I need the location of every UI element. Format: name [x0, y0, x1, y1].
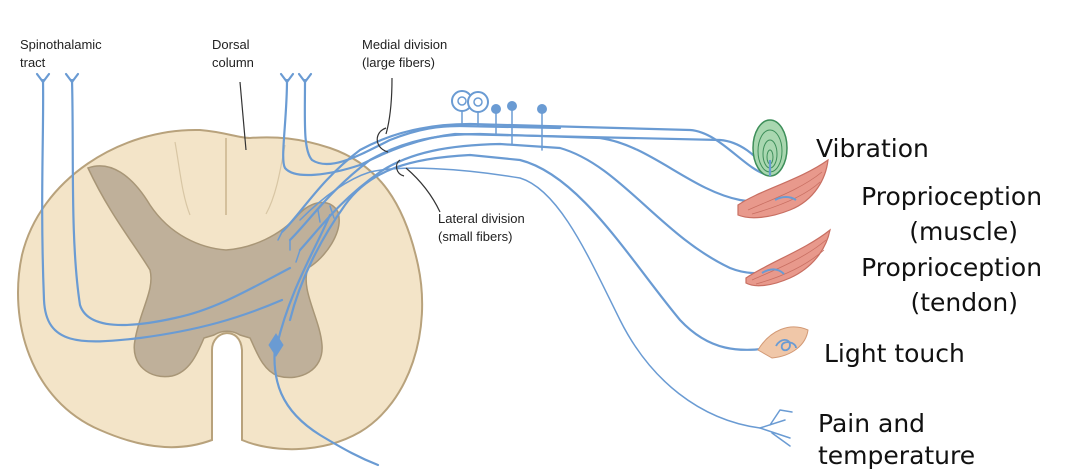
- ventral-neuron-soma: [268, 333, 284, 357]
- spinothalamic-fiber-1: [41, 78, 284, 343]
- spinothalamic-label: Spinothalamic tract: [20, 37, 105, 70]
- proprioception-tendon-label: Proprioception (tendon): [861, 253, 1050, 317]
- spinothalamic-fiber-2: [70, 78, 292, 326]
- pain-free-endings: [759, 409, 793, 447]
- nerve-fibers: [35, 72, 793, 467]
- ventral-connector: [275, 213, 332, 347]
- dorsal-column-tip-1: [279, 72, 295, 84]
- lateral-division-label: Lateral division (small fibers): [438, 211, 528, 244]
- medial-fiber-light-touch: [288, 153, 772, 351]
- lateral-division-bracket: [395, 159, 405, 177]
- medial-fiber-tendon: [298, 142, 772, 275]
- ganglion-cell-3: [491, 104, 501, 114]
- dorsal-horn-branches: [277, 205, 335, 263]
- ganglion-nucleus-2: [473, 97, 483, 107]
- medial-fiber-vibration: [280, 122, 770, 234]
- dorsal-column-fiber-1: [282, 78, 770, 177]
- ganglion-cell-5: [537, 104, 547, 114]
- lateral-division-leader: [405, 167, 441, 213]
- medial-division-leader: [385, 77, 393, 135]
- spinothalamic-tip-1: [35, 72, 51, 84]
- pacinian-corpuscle-icon: [752, 119, 788, 177]
- gray-matter: [86, 165, 340, 379]
- dorsal-column-leader: [239, 81, 247, 151]
- ganglion-nucleus-1: [457, 96, 467, 106]
- tendon-organ-icon: [745, 228, 831, 287]
- spinothalamic-tip-2: [64, 72, 80, 84]
- spinal-cord-cross-section: [17, 128, 424, 451]
- meissner-corpuscle-icon: [757, 326, 809, 359]
- pain-temperature-label: Pain and temperature: [818, 409, 975, 470]
- dorsal-column-tip-2: [297, 72, 313, 84]
- receptors: [737, 119, 831, 359]
- medial-division-bracket: [376, 127, 389, 153]
- muscle-spindle-icon: [737, 158, 829, 219]
- proprioception-muscle-label: Proprioception (muscle): [861, 182, 1050, 246]
- leader-lines: [239, 77, 441, 213]
- ventral-axon: [273, 343, 380, 467]
- lateral-fiber-pain: [299, 167, 761, 429]
- light-touch-label: Light touch: [824, 339, 965, 368]
- dorsal-column-label: Dorsal column: [212, 37, 254, 70]
- ganglion-cell-4: [507, 101, 517, 111]
- ganglion-stems: [461, 107, 543, 151]
- vibration-label: Vibration: [816, 134, 929, 163]
- medial-division-label: Medial division (large fibers): [362, 37, 451, 70]
